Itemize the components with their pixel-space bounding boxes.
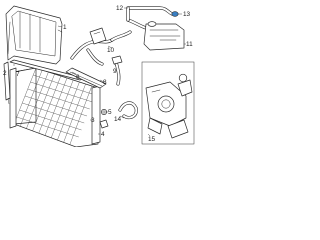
lower-baffle — [65, 67, 107, 89]
callout-11: 11 — [186, 41, 193, 48]
coolant-sensor — [171, 11, 179, 17]
radiator-support-frame — [5, 5, 63, 65]
radiator-core — [9, 67, 101, 147]
callout-7: 7 — [16, 71, 20, 78]
upper-hose-assembly — [70, 27, 132, 66]
thermostat-housing — [145, 73, 193, 139]
callout-2: 2 — [3, 70, 7, 77]
callout-3: 3 — [91, 117, 95, 124]
parts-diagram: 1 2 3 4 5 6 7 8 9 10 11 12 13 14 15 — [3, 5, 195, 147]
leader-lines — [7, 7, 186, 137]
callout-4: 4 — [101, 131, 105, 138]
callout-13: 13 — [183, 11, 191, 18]
callout-9: 9 — [113, 68, 117, 75]
callout-labels: 1 2 3 4 5 6 7 8 9 10 11 12 13 14 15 — [3, 5, 193, 143]
hose-clip-b — [99, 119, 109, 129]
callout-12: 12 — [116, 5, 124, 12]
callout-6: 6 — [76, 74, 80, 81]
callout-14: 14 — [114, 116, 122, 123]
hose-clip-a — [101, 109, 107, 115]
coolant-line-upper — [126, 6, 174, 30]
callout-15: 15 — [148, 136, 156, 143]
lower-hose — [118, 101, 138, 120]
coolant-reservoir — [143, 21, 185, 51]
side-bracket — [3, 61, 11, 101]
callout-8: 8 — [103, 79, 107, 86]
callout-5: 5 — [108, 109, 112, 116]
callout-1: 1 — [63, 24, 67, 31]
callout-10: 10 — [107, 47, 115, 54]
hose-branch — [111, 55, 123, 86]
thermostat-housing-box — [141, 61, 195, 145]
